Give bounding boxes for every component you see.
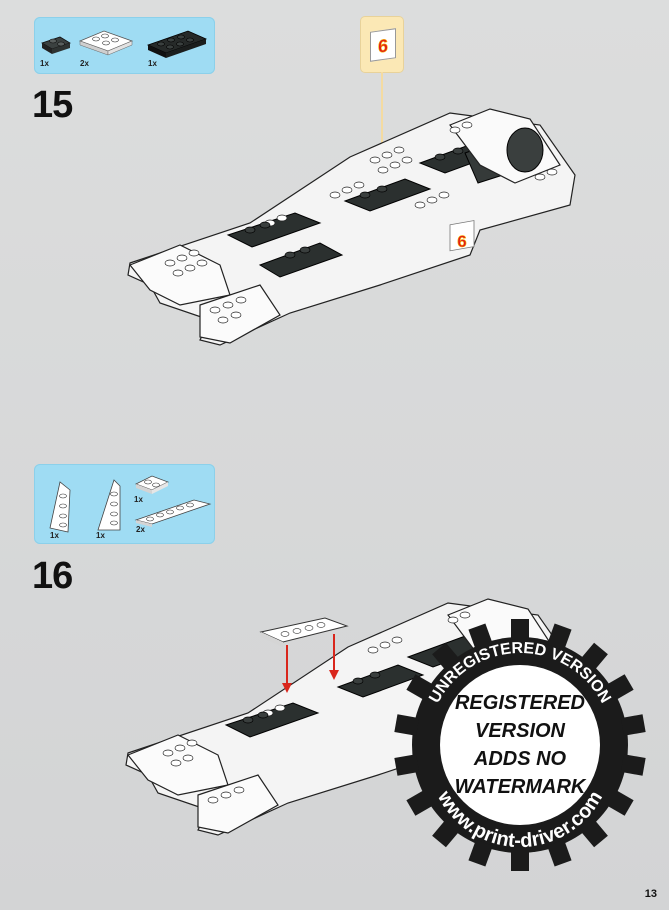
- step-number: 15: [32, 84, 72, 127]
- page-number: 13: [645, 888, 657, 900]
- watermark-line: WATERMARK: [440, 776, 600, 799]
- step-number: 16: [32, 555, 72, 598]
- sticker-callout: 6: [361, 17, 403, 72]
- part-qty: 1x: [40, 59, 49, 68]
- red-arrow: [282, 645, 292, 695]
- sticker-on-model: 6: [457, 232, 466, 251]
- watermark-line: ADDS NO: [440, 748, 600, 771]
- part-qty: 1x: [148, 59, 157, 68]
- parts-box-step-16: 1x 1x 1x 2x: [34, 464, 215, 544]
- part-qty: 2x: [80, 59, 89, 68]
- part-qty: 2x: [136, 525, 145, 534]
- part-white-wedge-left: [46, 480, 76, 534]
- red-arrow: [329, 634, 339, 684]
- part-white-wedge-plate: [78, 27, 148, 61]
- sticker-number: 6: [371, 34, 395, 58]
- sticker-tile: 6: [370, 28, 396, 62]
- part-dark-plate-2x4: [144, 27, 214, 61]
- watermark-gear: UNREGISTERED VERSION www.print-driver.co…: [385, 610, 655, 880]
- part-white-wedge-right: [92, 478, 126, 532]
- placement-part: [255, 612, 355, 692]
- watermark-line: REGISTERED: [440, 692, 600, 715]
- part-qty: 1x: [50, 531, 59, 540]
- parts-box-step-15: 1x 2x 1x: [34, 17, 215, 74]
- part-white-plate-1x6: [134, 498, 214, 528]
- watermark-line: VERSION: [440, 720, 600, 743]
- model-step-15: 6: [120, 105, 580, 345]
- part-qty: 1x: [96, 531, 105, 540]
